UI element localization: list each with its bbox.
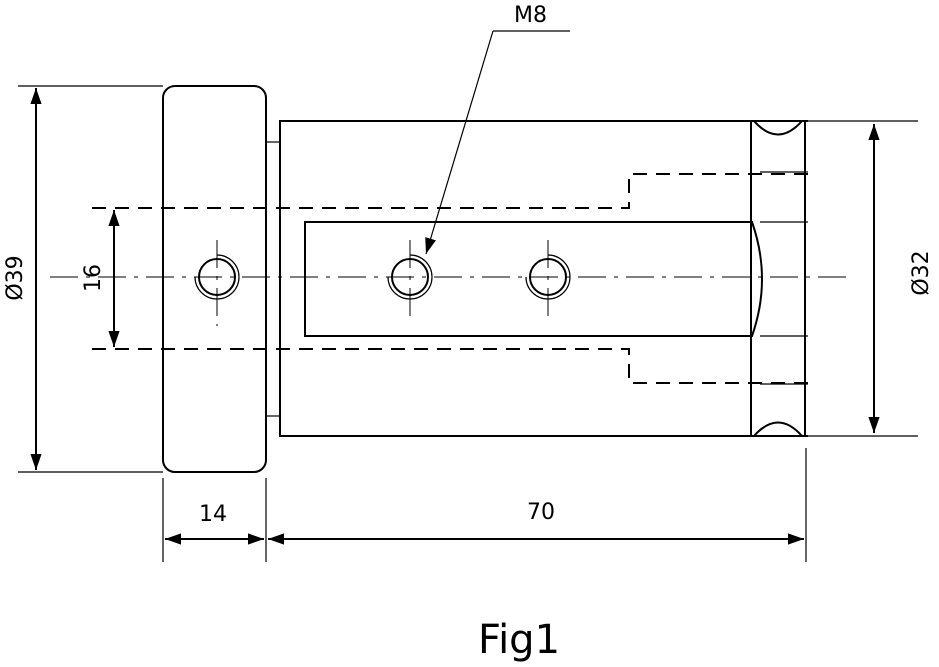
dim-39-label: Ø39 [3, 255, 28, 300]
threaded-hole-1 [194, 254, 240, 300]
slot-outline [304, 221, 763, 337]
groove-bottom [753, 421, 803, 437]
thread-label: M8 [514, 3, 547, 28]
groove-top [753, 120, 803, 136]
threaded-hole-2 [387, 254, 433, 300]
hidden-bore-bottom [92, 348, 810, 384]
threaded-hole-3 [525, 254, 571, 300]
dim-16-label: 16 [81, 264, 106, 292]
m8-leader-line [425, 30, 494, 255]
flange-outline [162, 85, 267, 473]
hidden-bore-top [92, 173, 810, 209]
dim-70-label: 70 [527, 500, 555, 525]
figure-caption: Fig1 [478, 617, 560, 663]
dim-32-label: Ø32 [909, 250, 934, 295]
dim-14-label: 14 [199, 502, 227, 527]
